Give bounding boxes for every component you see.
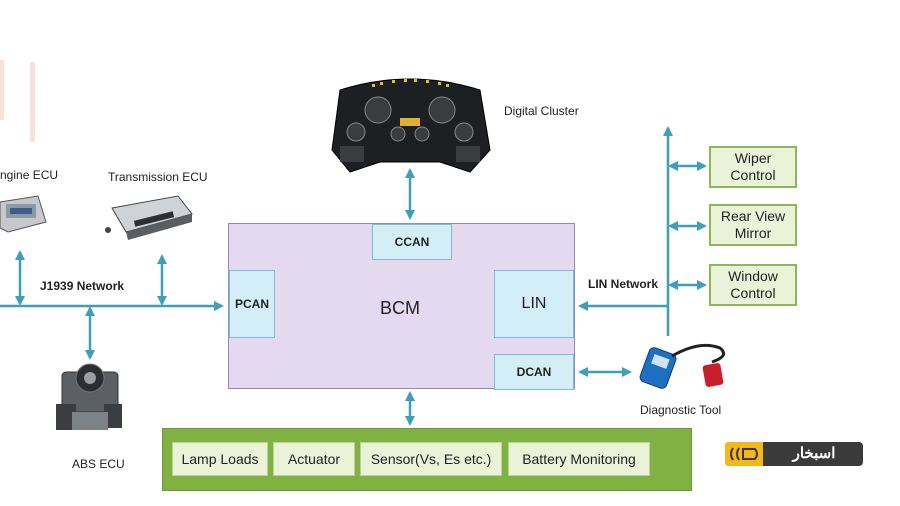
diagnostic-tool-label: Diagnostic Tool [640,403,722,417]
lin-port: LIN [494,270,574,338]
output-lamp-loads: Lamp Loads [172,442,268,476]
pcan-port: PCAN [229,270,275,338]
lin-device-wiper-control: Wiper Control [709,146,797,188]
lin-device-window-control: Window Control [709,264,797,306]
logo-text: اسبخار [792,445,836,462]
lin-network-label: LIN Network [588,277,659,291]
background-deco [0,60,35,142]
transmission-ecu-image [105,195,193,240]
lin-device-rear-view-mirror: Rear View Mirror [709,204,797,246]
bcm-title: BCM [380,298,420,318]
logo-mark-icon [725,442,763,466]
transmission-ecu-label: Transmission ECU [108,170,208,184]
abs-ecu-image [56,363,122,430]
abs-ecu-label: ABS ECU [72,457,125,471]
ccan-port: CCAN [372,224,452,260]
output-battery-monitoring: Battery Monitoring [508,442,650,476]
digital-cluster-image [331,78,491,173]
brand-logo: اسبخار [725,442,863,466]
digital-cluster-label: Digital Cluster [504,104,579,118]
dcan-port: DCAN [494,354,574,390]
output-actuator: Actuator [273,442,355,476]
output-sensor: Sensor(Vs, Es etc.) [360,442,502,476]
engine-ecu-image [0,195,47,233]
diagnostic-tool-image [639,343,726,389]
engine-ecu-label: ngine ECU [0,168,59,182]
j1939-network-label: J1939 Network [40,279,125,293]
